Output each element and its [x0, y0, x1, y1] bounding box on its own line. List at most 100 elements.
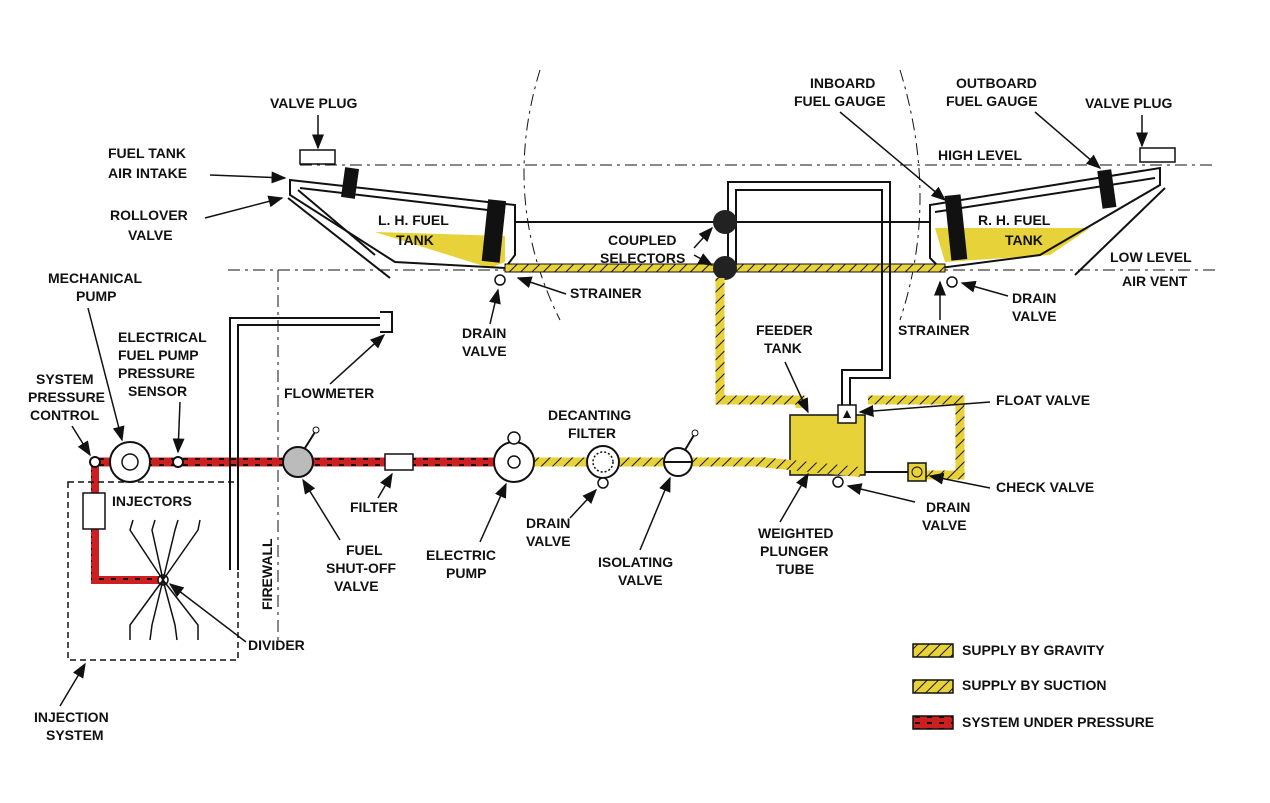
electric-pump[interactable] [493, 441, 535, 483]
pressure-sensor[interactable] [172, 456, 184, 468]
legend: SUPPLY BY GRAVITY SUPPLY BY SUCTION SYST… [912, 642, 1154, 730]
system-pressure-control-valve[interactable] [89, 456, 101, 468]
svg-text:DRAIN: DRAIN [926, 499, 970, 515]
legend-swatch-pressure [912, 715, 954, 730]
svg-text:STRAINER: STRAINER [898, 322, 970, 338]
svg-text:VALVE PLUG: VALVE PLUG [1085, 95, 1172, 111]
svg-text:FLOWMETER: FLOWMETER [284, 385, 374, 401]
svg-text:PRESSURE: PRESSURE [28, 389, 105, 405]
svg-text:SELECTORS: SELECTORS [600, 250, 685, 266]
label-injectors: INJECTORS [112, 493, 192, 509]
svg-text:DRAIN: DRAIN [526, 515, 570, 531]
svg-text:COUPLED: COUPLED [608, 232, 676, 248]
check-valve[interactable] [907, 462, 927, 482]
svg-text:SYSTEM: SYSTEM [46, 727, 104, 743]
label-drain-valve-right: DRAIN VALVE [1012, 290, 1057, 324]
fuselage-arc-left [523, 69, 561, 321]
label-valve-plug-left: VALVE PLUG [270, 95, 357, 111]
svg-text:VALVE: VALVE [618, 572, 663, 588]
label-valve-plug-right: VALVE PLUG [1085, 95, 1172, 111]
svg-text:FILTER: FILTER [568, 425, 616, 441]
label-inboard-fuel-gauge: INBOARD FUEL GAUGE [794, 75, 886, 109]
svg-text:INJECTORS: INJECTORS [112, 493, 192, 509]
label-filter: FILTER [350, 499, 398, 515]
svg-text:VALVE: VALVE [334, 578, 379, 594]
label-electric-pump: ELECTRIC PUMP [426, 547, 496, 581]
rh-fuel-tank [929, 147, 1176, 276]
svg-text:AIR INTAKE: AIR INTAKE [108, 165, 187, 181]
mechanical-pump[interactable] [109, 441, 151, 483]
label-strainer-left: STRAINER [570, 285, 642, 301]
label-lh-fuel-tank: L. H. FUEL TANK [378, 212, 449, 248]
label-feeder-tank: FEEDER TANK [756, 322, 813, 356]
injectors-block[interactable] [82, 492, 106, 530]
svg-text:FEEDER: FEEDER [756, 322, 813, 338]
svg-text:HIGH LEVEL: HIGH LEVEL [938, 147, 1022, 163]
drain-valve-right[interactable] [946, 276, 958, 288]
label-air-vent: AIR VENT [1122, 273, 1188, 289]
svg-text:CONTROL: CONTROL [30, 407, 100, 423]
svg-text:FUEL PUMP: FUEL PUMP [118, 347, 199, 363]
svg-text:TANK: TANK [396, 232, 434, 248]
drain-valve-feeder[interactable] [832, 476, 844, 488]
svg-text:FUEL: FUEL [346, 542, 383, 558]
svg-text:DECANTING: DECANTING [548, 407, 631, 423]
label-decanting-filter: DECANTING FILTER [548, 407, 631, 441]
svg-text:WEIGHTED: WEIGHTED [758, 525, 833, 541]
label-firewall: FIREWALL [259, 538, 275, 610]
filter[interactable] [384, 453, 414, 471]
label-flowmeter: FLOWMETER [284, 385, 374, 401]
svg-text:PUMP: PUMP [76, 288, 116, 304]
svg-text:PLUNGER: PLUNGER [760, 543, 828, 559]
svg-text:STRAINER: STRAINER [570, 285, 642, 301]
svg-text:SHUT-OFF: SHUT-OFF [326, 560, 396, 576]
coupled-selector-upper[interactable] [713, 210, 737, 234]
svg-text:FUEL GAUGE: FUEL GAUGE [946, 93, 1038, 109]
label-drain-valve-decant: DRAIN VALVE [526, 515, 571, 549]
drain-valve-left[interactable] [494, 274, 506, 286]
legend-item-gravity: SUPPLY BY GRAVITY [912, 642, 1105, 658]
label-system-pressure-control: SYSTEM PRESSURE CONTROL [28, 371, 105, 423]
svg-text:DIVIDER: DIVIDER [248, 637, 305, 653]
svg-text:VALVE: VALVE [1012, 308, 1057, 324]
svg-text:ELECTRICAL: ELECTRICAL [118, 329, 207, 345]
svg-text:TUBE: TUBE [776, 561, 814, 577]
flowmeter[interactable] [380, 311, 393, 333]
svg-text:OUTBOARD: OUTBOARD [956, 75, 1037, 91]
svg-text:VALVE PLUG: VALVE PLUG [270, 95, 357, 111]
decanting-filter[interactable] [586, 445, 620, 479]
svg-text:VALVE: VALVE [526, 533, 571, 549]
svg-text:TANK: TANK [1005, 232, 1043, 248]
fuselage-arc-right [899, 69, 921, 321]
svg-text:PRESSURE: PRESSURE [118, 365, 195, 381]
drain-valve-decant[interactable] [597, 477, 609, 489]
label-fuel-tank-air-intake: FUEL TANK AIR INTAKE [108, 145, 187, 181]
label-isolating-valve: ISOLATING VALVE [598, 554, 673, 588]
svg-text:ISOLATING: ISOLATING [598, 554, 673, 570]
label-rh-fuel-tank: R. H. FUEL TANK [978, 212, 1051, 248]
svg-text:FLOAT VALVE: FLOAT VALVE [996, 392, 1090, 408]
label-divider: DIVIDER [248, 637, 305, 653]
svg-text:CHECK VALVE: CHECK VALVE [996, 479, 1094, 495]
svg-text:MECHANICAL: MECHANICAL [48, 270, 143, 286]
svg-text:ROLLOVER: ROLLOVER [110, 207, 188, 223]
label-weighted-plunger-tube: WEIGHTED PLUNGER TUBE [758, 525, 833, 577]
svg-text:VALVE: VALVE [922, 517, 967, 533]
label-fuel-shutoff-valve: FUEL SHUT-OFF VALVE [326, 542, 396, 594]
label-check-valve: CHECK VALVE [996, 479, 1094, 495]
label-injection-system: INJECTION SYSTEM [34, 709, 109, 743]
weighted-plunger-tube [759, 457, 861, 477]
label-strainer-right: STRAINER [898, 322, 970, 338]
legend-swatch-suction [912, 679, 954, 694]
svg-text:AIR VENT: AIR VENT [1122, 273, 1188, 289]
svg-text:TANK: TANK [764, 340, 802, 356]
flowmeter-line [229, 317, 380, 570]
coupled-selector-lower[interactable] [713, 256, 737, 280]
legend-swatch-gravity [912, 643, 954, 658]
label-rollover-valve: ROLLOVER VALVE [110, 207, 188, 243]
divider[interactable] [129, 519, 201, 641]
label-float-valve: FLOAT VALVE [996, 392, 1090, 408]
fuel-shutoff-valve[interactable] [282, 446, 314, 478]
label-high-level: HIGH LEVEL [938, 147, 1022, 163]
